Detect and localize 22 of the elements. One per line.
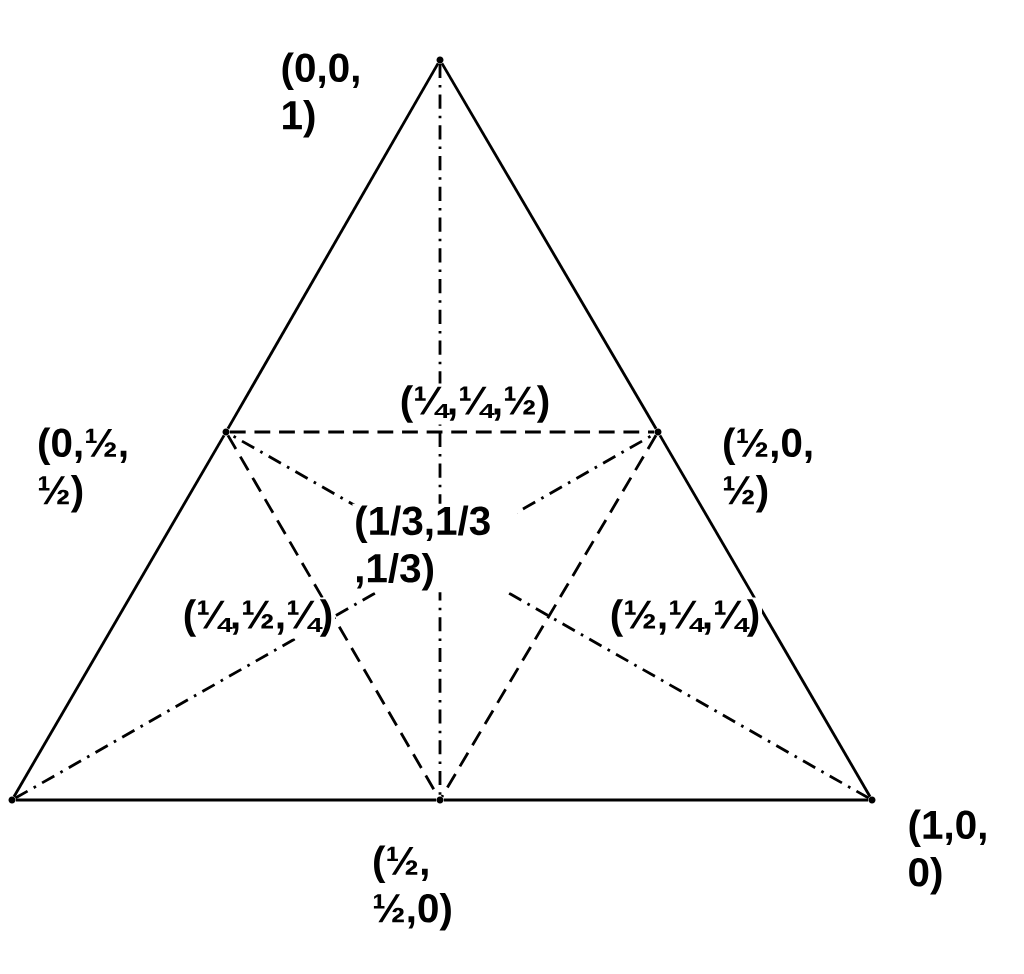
dashed-line [229,430,655,434]
node-label: (½, ½,0) [373,845,451,931]
node-label: (1,0, 0) [909,809,986,895]
point-label: (¼,¼,½) [398,383,552,425]
node-label: (0,0, 1) [282,52,359,138]
triangle-side [15,798,437,802]
point-label: (¼,½,¼) [181,597,335,639]
triangle-side [226,62,440,430]
triangle-side [12,434,226,798]
labelled-vertex: (½,0, ½) [654,425,840,515]
labelled-vertex: (0,½, ½) [35,425,230,515]
labelled-vertex: (1,0, 0) [868,796,1019,897]
labelled-vertex: (0,0, 1) [278,50,444,140]
labelled-vertex: (½, ½,0) [370,796,490,933]
triangle-side [443,798,869,802]
node-label: (0,½, ½) [38,427,127,513]
triangle-side [658,434,872,798]
point-label: (1/3,1/3 ,1/3) [352,503,518,593]
triangle-side [440,62,658,430]
point-label: (½,¼,¼) [608,597,762,639]
dashed-line [440,434,658,798]
node-label: (½,0, ½) [723,427,812,513]
